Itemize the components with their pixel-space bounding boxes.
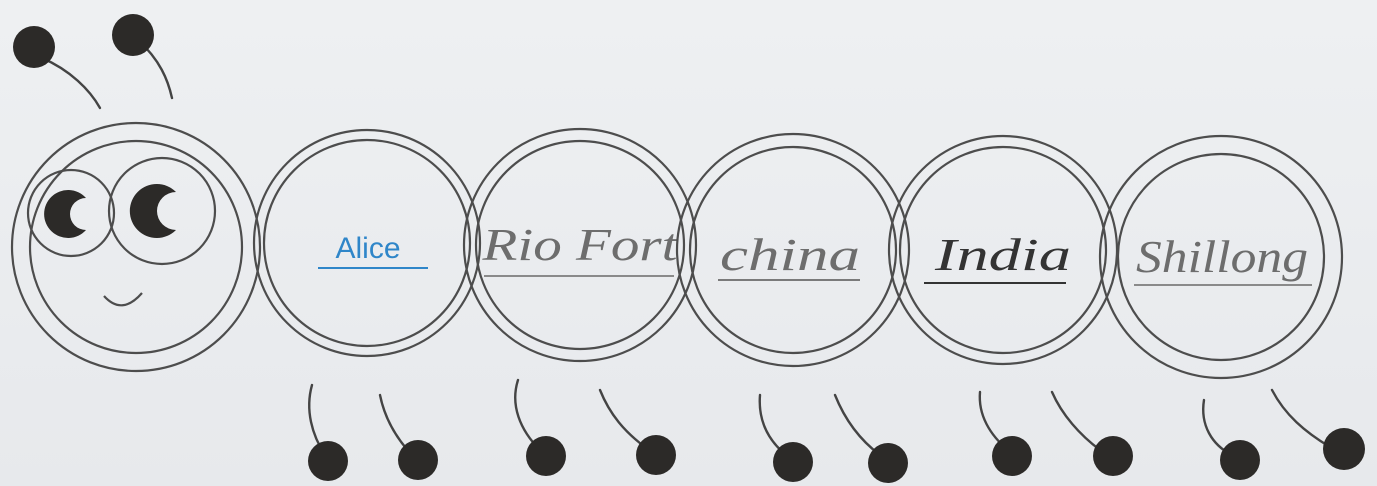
foot-1a — [308, 441, 348, 481]
foot-4a — [992, 436, 1032, 476]
body-segment-2: Rio Fort — [464, 129, 696, 361]
head-outer-circle — [12, 123, 260, 371]
segment-1-text: Alice — [335, 232, 400, 265]
antennae — [13, 14, 172, 108]
head-inner-circle — [30, 141, 242, 353]
eye-right-outline — [109, 158, 215, 264]
pupil-left-icon — [44, 190, 86, 238]
foot-3b — [868, 443, 908, 483]
body-segment-5: Shillong — [1100, 136, 1342, 378]
body-segment-3: china — [677, 134, 909, 366]
leg-2b — [600, 390, 645, 447]
foot-3a — [773, 442, 813, 482]
eye-left-outline — [28, 170, 114, 256]
foot-2b — [636, 435, 676, 475]
foot-2a — [526, 436, 566, 476]
body-segment-1: Alice — [254, 130, 480, 356]
leg-3b — [835, 395, 880, 455]
segment-4-text: India — [934, 229, 1071, 280]
segment-2-text: Rio Fort — [481, 219, 679, 270]
antenna-left — [42, 58, 100, 108]
leg-4b — [1052, 392, 1100, 450]
legs — [308, 380, 1365, 483]
antenna-ball-right — [112, 14, 154, 56]
antenna-ball-left — [13, 26, 55, 68]
caterpillar-head — [12, 123, 260, 371]
segment-3-text: china — [720, 229, 860, 280]
foot-4b — [1093, 436, 1133, 476]
smile-icon — [104, 293, 142, 305]
pupil-right-icon — [130, 184, 176, 238]
foot-1b — [398, 440, 438, 480]
segment-5-text: Shillong — [1136, 231, 1308, 282]
foot-5b — [1323, 428, 1365, 470]
body-segment-4: India — [889, 136, 1117, 364]
foot-5a — [1220, 440, 1260, 480]
leg-5b — [1272, 390, 1330, 447]
